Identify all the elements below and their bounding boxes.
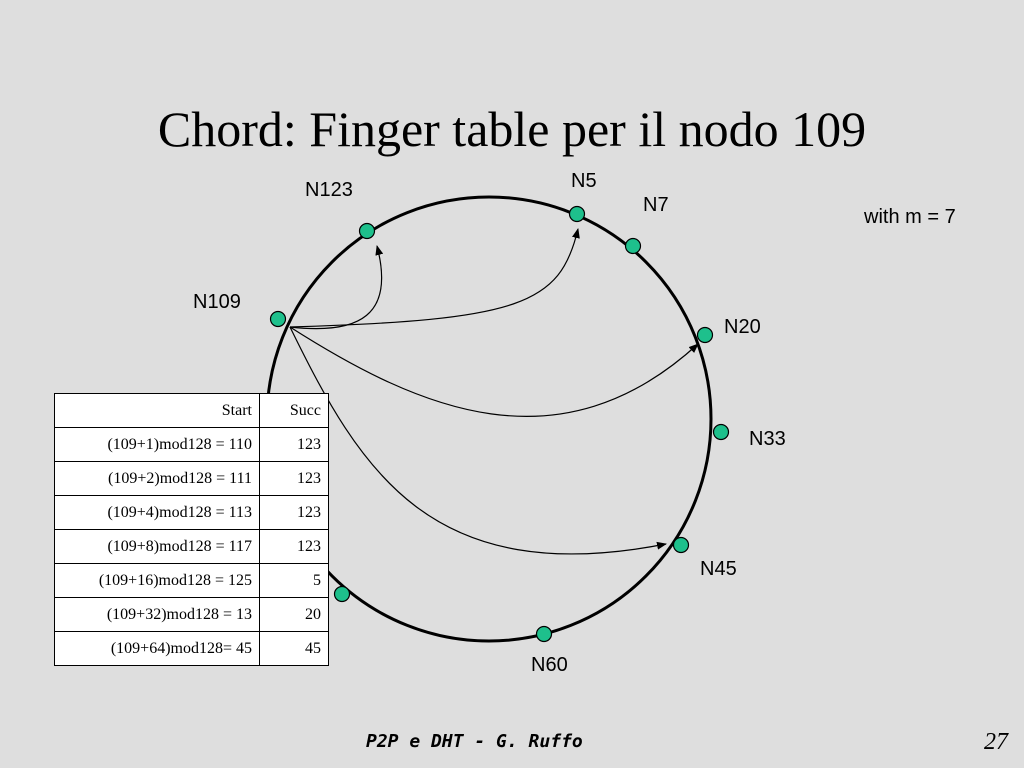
cell-start: (109+16)mod128 = 125 xyxy=(54,563,260,598)
cell-start: (109+8)mod128 = 117 xyxy=(54,529,260,564)
cell-succ: 123 xyxy=(259,529,329,564)
node-dot-n60 xyxy=(535,625,553,643)
cell-succ: 45 xyxy=(259,631,329,666)
node-label-n45: N45 xyxy=(700,558,737,580)
slide-title: Chord: Finger table per il nodo 109 xyxy=(157,101,867,157)
finger-arrow-to-n20 xyxy=(289,326,699,417)
page-number: 27 xyxy=(984,729,1008,755)
node-label-n5: N5 xyxy=(571,170,597,192)
node-label-n33: N33 xyxy=(749,428,786,450)
table-row: (109+64)mod128= 45 45 xyxy=(54,631,329,666)
node-dot-n33 xyxy=(712,423,730,441)
finger-table-header-row: Start Succ xyxy=(54,393,329,428)
footer-author: P2P e DHT - G. Ruffo xyxy=(366,731,583,752)
cell-start: (109+2)mod128 = 111 xyxy=(54,461,260,496)
node-dot-n7 xyxy=(624,237,642,255)
node-label-n20: N20 xyxy=(724,316,761,338)
node-label-n123: N123 xyxy=(305,179,353,201)
node-dot-n123 xyxy=(358,222,376,240)
node-dot-n109 xyxy=(269,310,287,328)
parameter-note: with m = 7 xyxy=(864,206,956,228)
node-dot-n45 xyxy=(672,536,690,554)
cell-succ: 123 xyxy=(259,461,329,496)
cell-start: (109+32)mod128 = 13 xyxy=(54,597,260,632)
finger-table: Start Succ (109+1)mod128 = 110 123 (109+… xyxy=(54,393,329,666)
cell-succ: 123 xyxy=(259,427,329,462)
finger-arrow-to-n45 xyxy=(289,326,667,555)
finger-arrow-to-n123 xyxy=(289,245,384,330)
node-label-n109: N109 xyxy=(193,291,241,313)
table-row: (109+4)mod128 = 113 123 xyxy=(54,495,329,530)
cell-succ: 123 xyxy=(259,495,329,530)
node-dot-n5 xyxy=(568,205,586,223)
node-label-n7: N7 xyxy=(643,194,669,216)
node-unlabeled-dot xyxy=(333,585,351,603)
cell-start: (109+4)mod128 = 113 xyxy=(54,495,260,530)
cell-succ: 20 xyxy=(259,597,329,632)
cell-start: (109+64)mod128= 45 xyxy=(54,631,260,666)
table-row: (109+2)mod128 = 111 123 xyxy=(54,461,329,496)
table-row: (109+32)mod128 = 13 20 xyxy=(54,597,329,632)
cell-succ: 5 xyxy=(259,563,329,598)
chord-ring xyxy=(265,195,713,643)
table-row: (109+1)mod128 = 110 123 xyxy=(54,427,329,462)
table-row: (109+8)mod128 = 117 123 xyxy=(54,529,329,564)
header-start: Start xyxy=(54,393,260,428)
table-row: (109+16)mod128 = 125 5 xyxy=(54,563,329,598)
node-dot-n20 xyxy=(696,326,714,344)
header-succ: Succ xyxy=(259,393,329,428)
node-label-n60: N60 xyxy=(531,654,568,676)
finger-arrow-to-n5 xyxy=(289,228,580,328)
cell-start: (109+1)mod128 = 110 xyxy=(54,427,260,462)
